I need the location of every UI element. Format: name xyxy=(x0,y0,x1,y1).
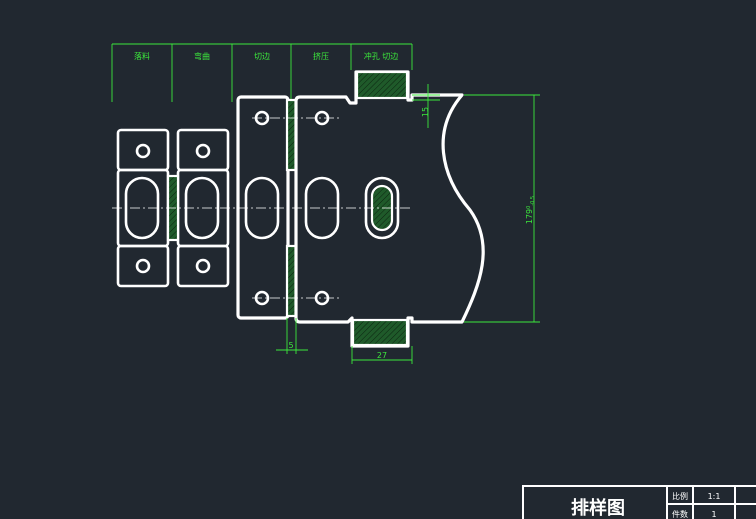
title-block-count-value: 1 xyxy=(711,510,716,519)
main-strip-outline xyxy=(294,70,485,348)
station-label-bending: 弯曲 xyxy=(194,51,210,61)
dimension-height: 1790-0.5 xyxy=(464,94,540,323)
center-lines xyxy=(112,117,412,299)
trimming-station-plate xyxy=(236,95,298,320)
dimension-notch-width-value: 5 xyxy=(288,341,293,350)
station-header-table: 落料 弯曲 切边 挤压 冲孔 切边 xyxy=(111,43,413,102)
station-label-punch-trim: 冲孔 切边 xyxy=(364,51,399,61)
dimension-top-gap: 15 xyxy=(412,84,440,128)
title-block-title: 排样图 xyxy=(571,497,625,519)
station-label-blanking: 落料 xyxy=(134,51,150,61)
dimension-height-value: 179 xyxy=(525,209,534,224)
dimension-bottom-width-value: 27 xyxy=(377,351,387,360)
dimension-top-gap-value: 15 xyxy=(421,107,430,117)
dimension-bottom-width: 27 xyxy=(351,346,413,364)
title-block-count-label: 件数 xyxy=(672,509,688,519)
title-block: 排样图 比例 1:1 件数 1 xyxy=(522,485,756,519)
svg-text:1790-0.5: 1790-0.5 xyxy=(525,196,536,224)
station-label-trimming: 切边 xyxy=(254,51,270,61)
title-block-scale-label: 比例 xyxy=(672,491,688,501)
dimension-height-tol-lower: -0.5 xyxy=(530,196,536,206)
title-block-scale-value: 1:1 xyxy=(708,492,721,501)
dimension-notch-width: 5 xyxy=(276,318,308,354)
dimension-height-tol-upper: 0 xyxy=(526,206,532,209)
station-label-extrusion: 挤压 xyxy=(313,51,329,61)
